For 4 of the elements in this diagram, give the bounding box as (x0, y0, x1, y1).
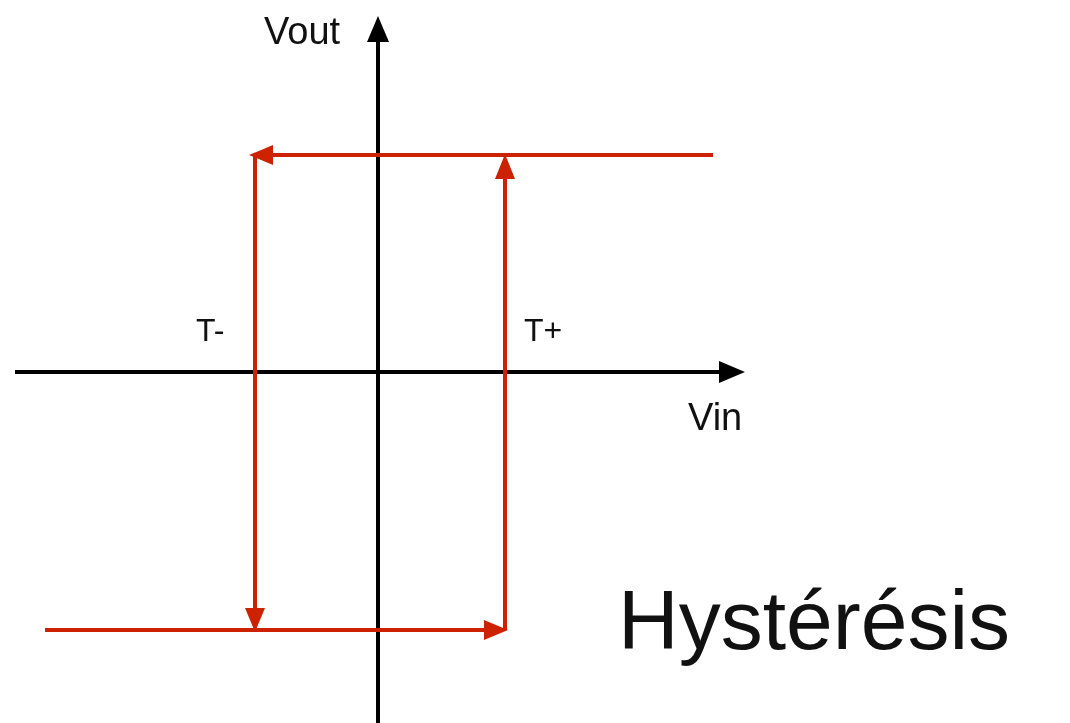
axis-label: Vin (688, 398, 743, 436)
axis-label: Vout (264, 12, 341, 50)
axis-label: T+ (524, 314, 563, 346)
axis-label: T- (196, 314, 225, 346)
